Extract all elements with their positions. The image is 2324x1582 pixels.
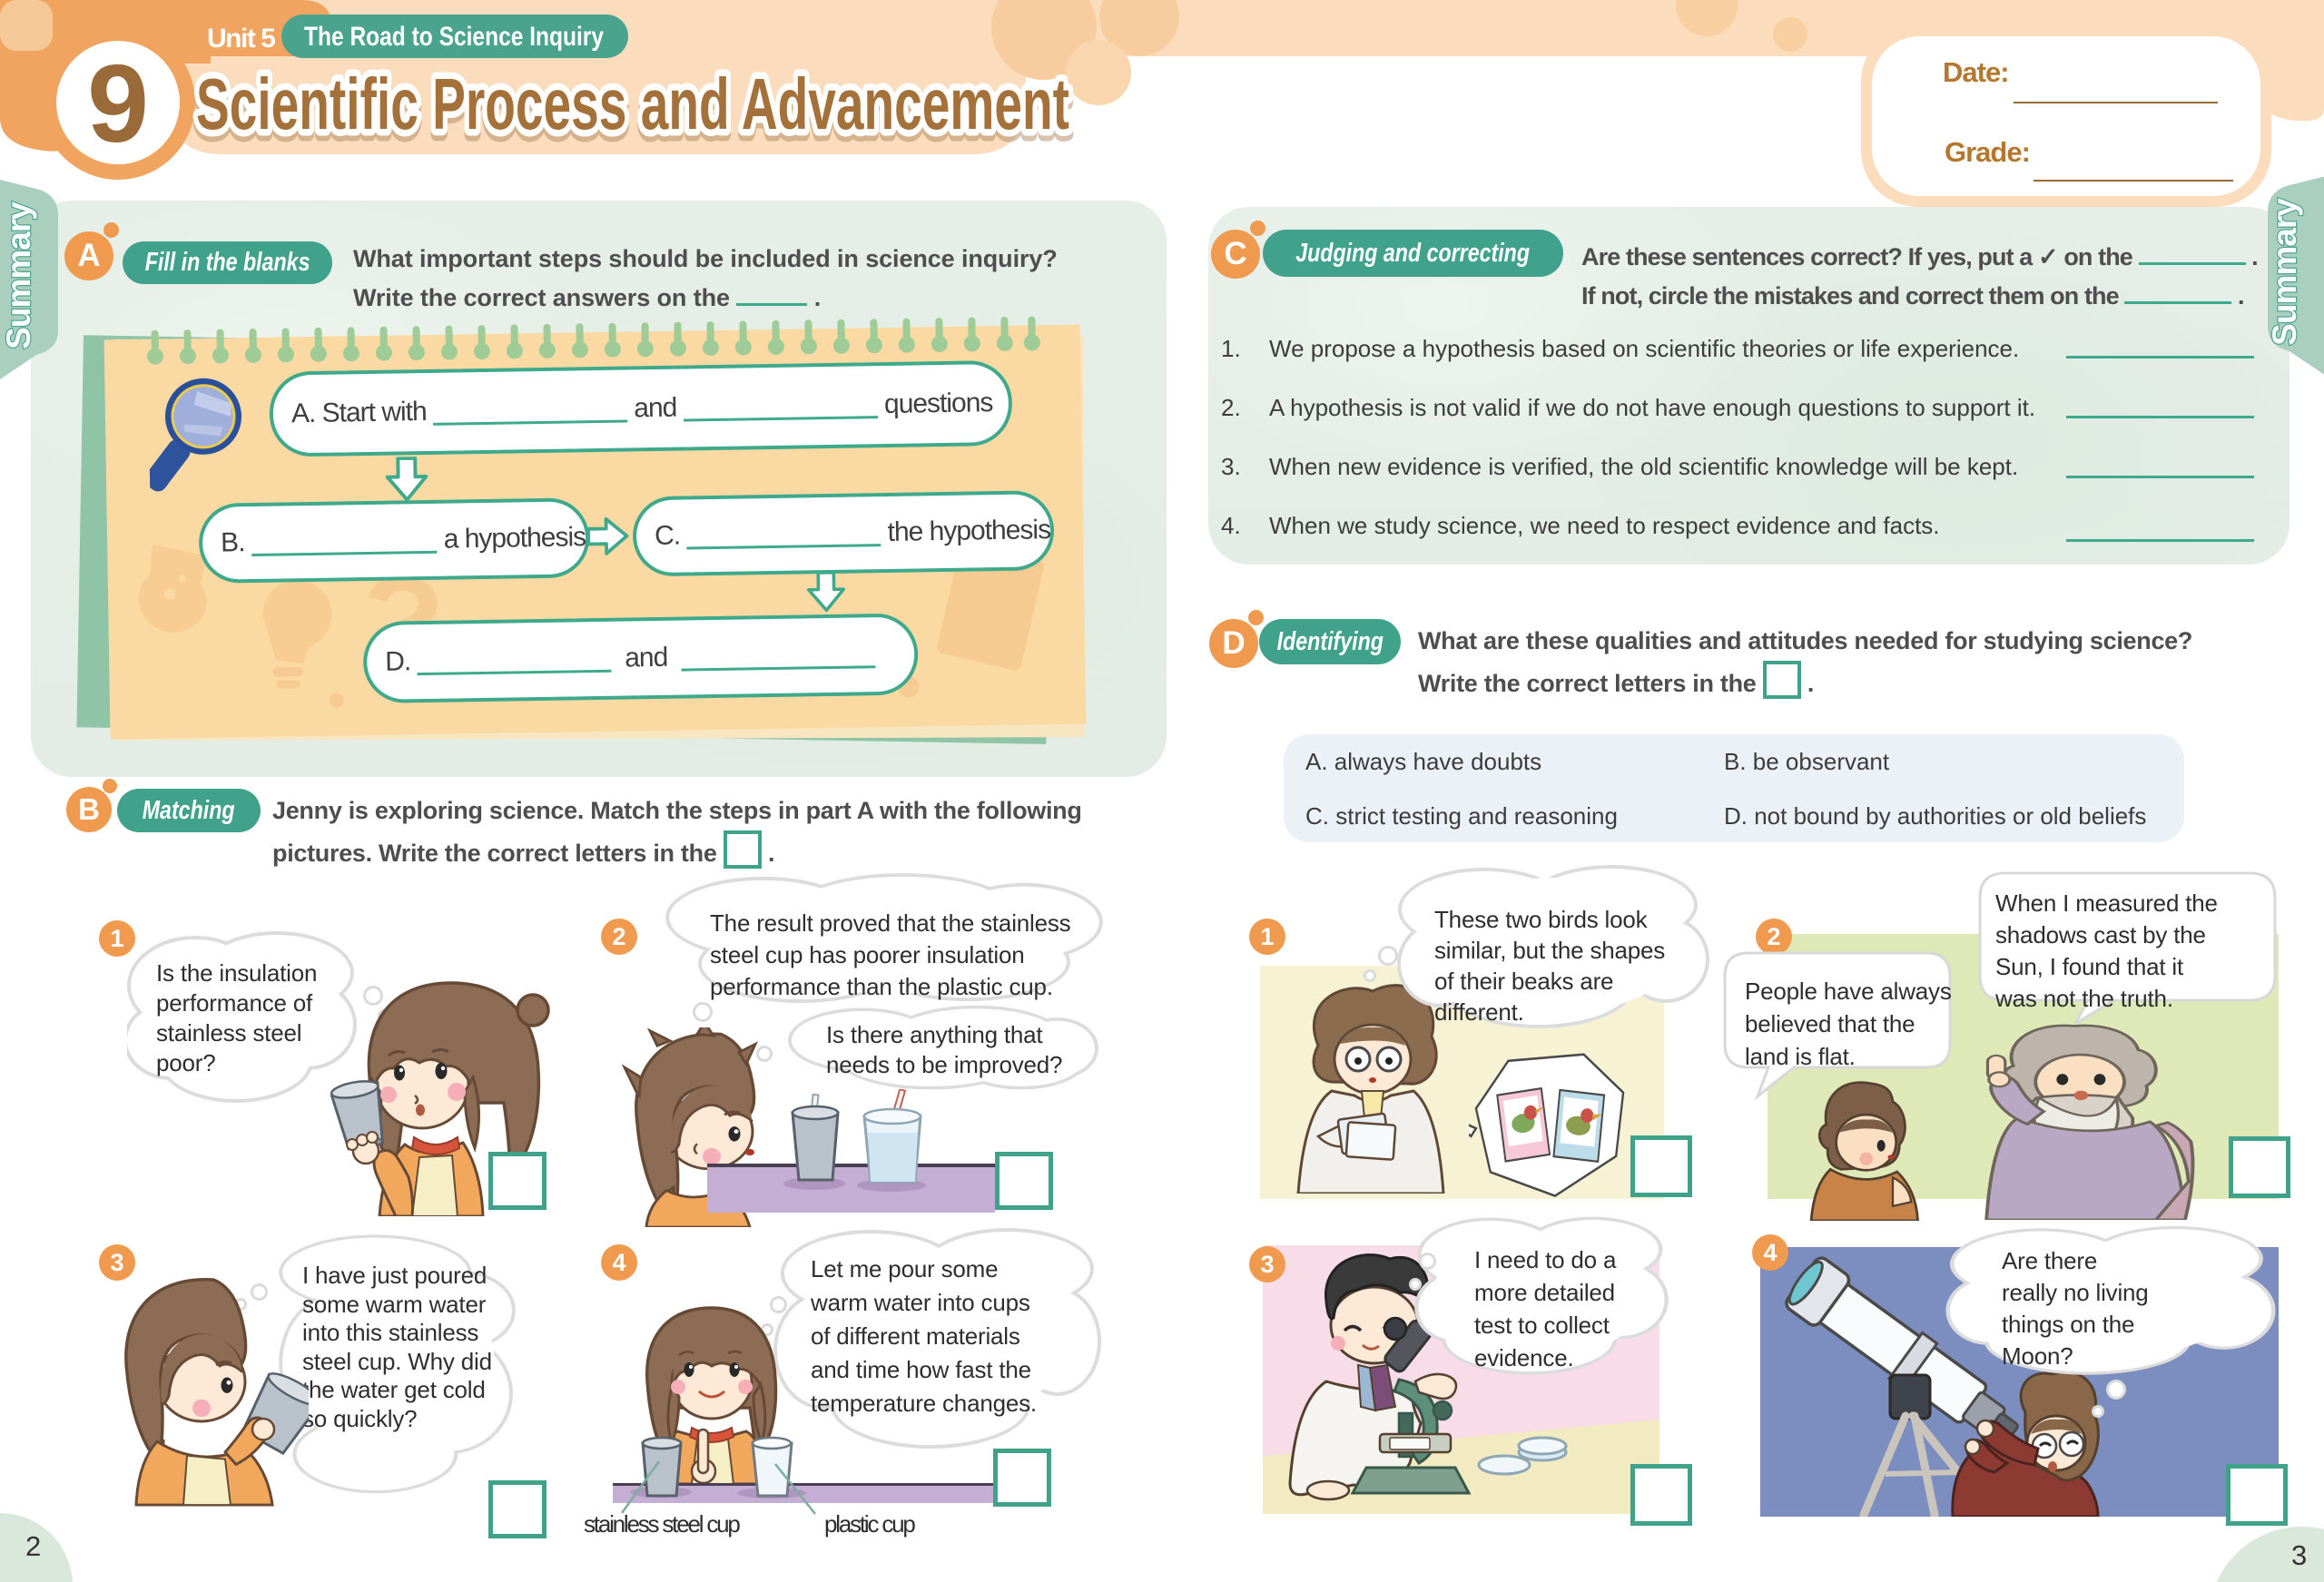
svg-text:Summary: Summary <box>0 201 37 349</box>
svg-text:Summary: Summary <box>2266 198 2303 346</box>
svg-text:Unit 5: Unit 5 <box>207 24 275 54</box>
svg-text:The Road to Science Inquiry: The Road to Science Inquiry <box>304 22 604 52</box>
svg-text:9: 9 <box>87 42 149 165</box>
svg-text:Scientific Process and Advance: Scientific Process and Advancement <box>196 64 1069 144</box>
